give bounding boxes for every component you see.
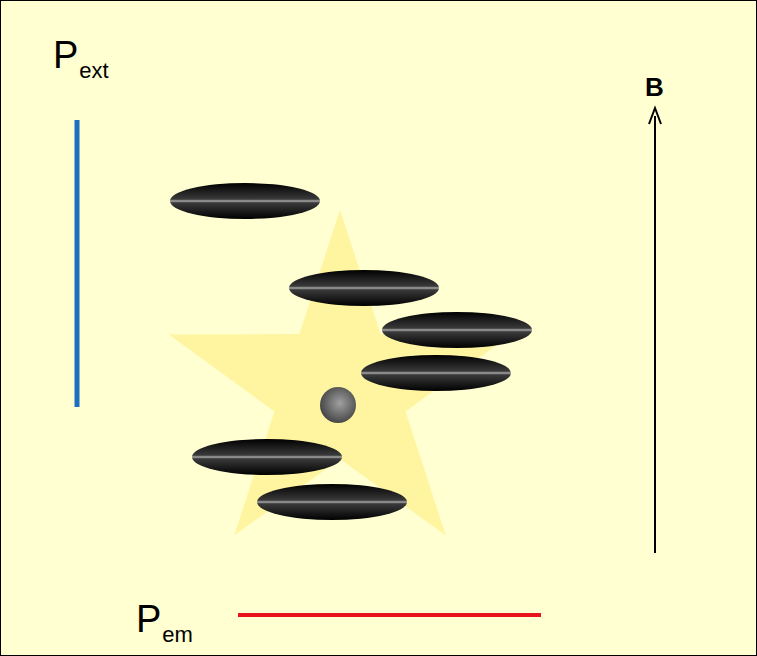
star [169,210,511,536]
extinction-polarization [75,120,80,407]
field-label: B [645,74,664,100]
symbol: P [136,600,161,638]
field-arrow [654,116,656,553]
grain [289,270,439,306]
dust-grains [170,183,532,520]
emission-polarization [238,613,541,617]
sphere-grain [320,387,356,423]
arrowhead [649,108,661,124]
grain [170,183,320,219]
symbol: P [53,36,78,74]
grain [192,439,342,475]
grain [257,484,407,520]
subscript: em [162,624,193,646]
grain [361,355,511,391]
subscript: ext [79,60,108,82]
grain [382,312,532,348]
